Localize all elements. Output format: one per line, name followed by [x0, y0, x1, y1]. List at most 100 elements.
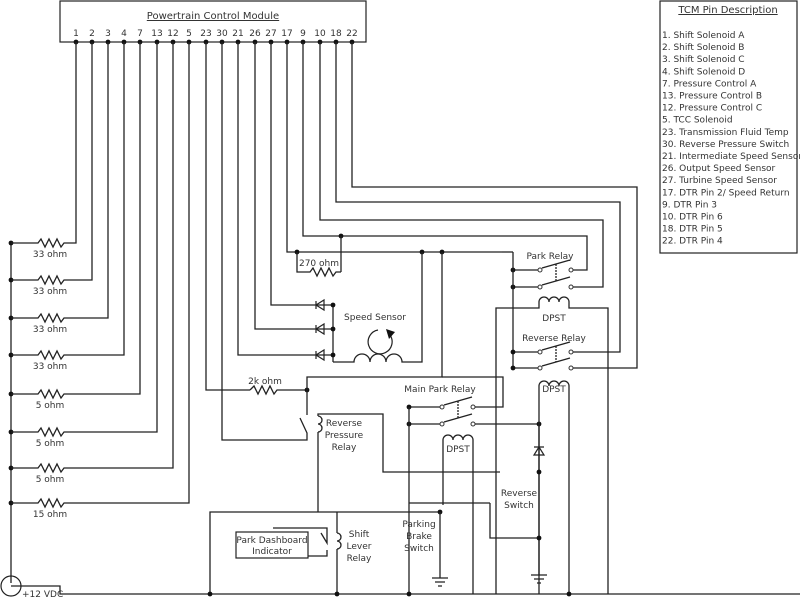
wire-pin22 [351, 42, 638, 369]
resistor-icon [11, 42, 190, 509]
wire-pin21 [237, 42, 333, 356]
legend-item: 21. Intermediate Speed Sensor [662, 152, 800, 162]
rotation-icon [367, 329, 393, 355]
resistor-label: 5 ohm [36, 439, 65, 449]
dpst-label: DPST [542, 314, 566, 324]
legend-item: 9. DTR Pin 3 [662, 200, 717, 210]
legend-item: 1. Shift Solenoid A [662, 31, 745, 41]
pcm-pin-label: 21 [232, 29, 243, 39]
pcm-pin-label: 12 [167, 29, 178, 39]
resistor-icon [11, 42, 158, 438]
resistor-2k-icon [249, 384, 307, 396]
pcm-pin-label: 18 [330, 29, 342, 39]
legend-item: 3. Shift Solenoid C [662, 55, 745, 65]
pcm-pin-label: 13 [151, 29, 162, 39]
legend-item: 13. Pressure Control B [662, 92, 762, 102]
pcm-pin-label: 23 [200, 29, 211, 39]
dpst-coil-icon [442, 434, 474, 594]
wire-pin26 [254, 42, 333, 330]
pcm-pin-label: 7 [137, 29, 143, 39]
resistor-icon [11, 42, 109, 324]
park-relay-label: Park Relay [526, 252, 574, 262]
legend-item: 23. Transmission Fluid Temp [662, 128, 789, 138]
pcm-pin-label: 10 [314, 29, 326, 39]
pcm-pin-label: 22 [346, 29, 357, 39]
pcm-pin-label: 9 [300, 29, 306, 39]
legend-box [659, 0, 798, 254]
legend-item: 27. Turbine Speed Sensor [662, 176, 777, 186]
resistor-icon [11, 42, 141, 400]
legend-title: TCM Pin Description [677, 5, 777, 16]
r2k-label: 2k ohm [248, 377, 282, 387]
main-park-relay-switch-icon [409, 396, 476, 427]
wire-pin10 [319, 42, 604, 288]
park-relay-switch-icon [513, 259, 574, 290]
wire-pin23 [205, 42, 250, 391]
speed-sensor-coil-icon [333, 252, 423, 363]
legend-item: 17. DTR Pin 2/ Speed Return [662, 188, 790, 198]
wire [273, 527, 328, 546]
legend-item: 12. Pressure Control C [662, 104, 762, 114]
pcm-pin-label: 27 [265, 29, 276, 39]
reverse-relay-coil-icon [538, 380, 570, 594]
wire [489, 503, 539, 539]
ground-icon [432, 577, 448, 587]
speed-sensor-label: Speed Sensor [344, 313, 406, 323]
relay-coil-icon [317, 415, 323, 433]
pcm-pin-label: 2 [89, 29, 95, 39]
legend-item: 30. Reverse Pressure Switch [662, 140, 789, 150]
resistor-icon [11, 42, 174, 474]
resistor-label: 5 ohm [36, 401, 65, 411]
pcm-pin-label: 1 [73, 29, 79, 39]
legend-item: 22. DTR Pin 4 [662, 237, 723, 247]
pcm-pin-label: 30 [216, 29, 228, 39]
legend-item: 2. Shift Solenoid B [662, 43, 744, 53]
wire-pin9 [302, 42, 588, 271]
arrow-icon [386, 329, 395, 339]
pcm-pin-label: 26 [249, 29, 261, 39]
legend-item: 5. TCC Solenoid [662, 116, 733, 126]
resistor-icon [11, 42, 77, 249]
park-dashboard-indicator [235, 531, 309, 559]
resistor-label: 5 ohm [36, 475, 65, 485]
supply-rail [11, 585, 800, 595]
pcm-title: Powertrain Control Module [147, 11, 279, 22]
wire-pin18 [335, 42, 621, 353]
ground-icon [531, 574, 547, 584]
resistor-icon [11, 42, 125, 361]
pcm-pin-label: 4 [121, 29, 127, 39]
legend-item: 7. Pressure Control A [662, 79, 757, 89]
legend-item: 26. Output Speed Sensor [662, 164, 776, 174]
resistor-270-icon [296, 252, 341, 278]
wire [442, 376, 504, 408]
wire [317, 413, 500, 473]
diode-icon [532, 445, 546, 456]
pcm-pin-label: 3 [105, 29, 111, 39]
wire-pin30 [221, 42, 308, 441]
legend-item: 10. DTR Pin 6 [662, 213, 723, 223]
resistor-label: 15 ohm [33, 510, 67, 520]
park-relay-coil-icon [495, 296, 609, 594]
diode-icons [314, 298, 325, 362]
pcm-box [59, 0, 367, 43]
resistor-label: 33 ohm [33, 250, 67, 260]
supply-label: +12 VDC [22, 590, 63, 600]
reverse-relay-label: Reverse Relay [522, 334, 586, 344]
legend-item: 18. DTR Pin 5 [662, 225, 723, 235]
wire-pin27 [270, 42, 333, 306]
dpst-label: DPST [446, 445, 470, 455]
legend-item: 4. Shift Solenoid D [662, 67, 745, 77]
pcm-pin-label: 17 [281, 29, 292, 39]
wire-pin17 [286, 42, 502, 253]
wire [209, 511, 318, 594]
resistor-label: 33 ohm [33, 325, 67, 335]
resistor-label: 33 ohm [33, 287, 67, 297]
reverse-relay-switch-icon [513, 341, 574, 371]
wire [306, 252, 443, 390]
pcm-pin-label: 5 [186, 29, 192, 39]
